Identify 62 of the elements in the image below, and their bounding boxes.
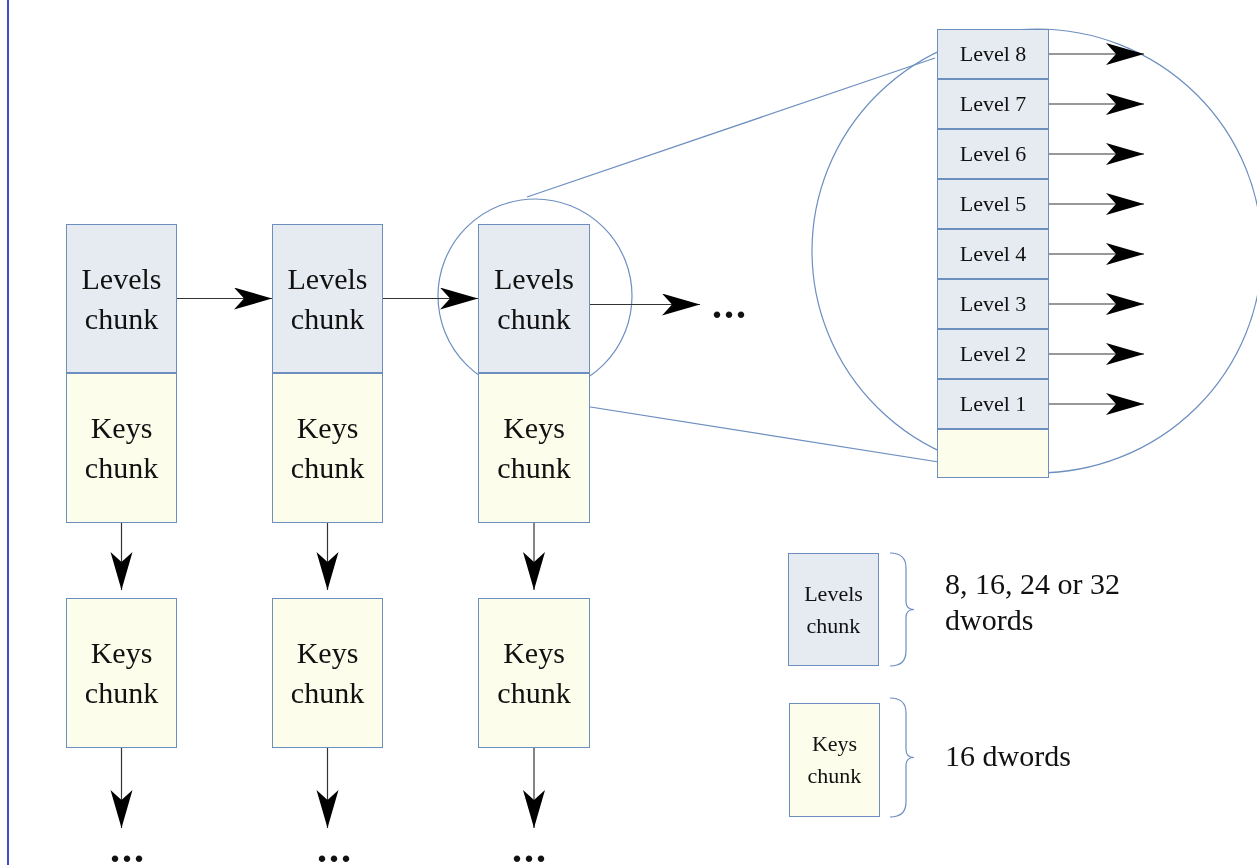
keys-chunk-box — [478, 598, 590, 748]
levels-label: Level 5 — [959, 190, 1027, 218]
arrow — [1048, 143, 1145, 165]
arrow — [589, 293, 701, 316]
arrow — [1048, 93, 1145, 115]
arrow — [523, 522, 545, 591]
keys-chunk-box — [66, 598, 177, 748]
arrow — [1048, 293, 1145, 315]
legend-levels-chunk-box — [788, 553, 879, 666]
arrow — [523, 747, 545, 829]
keys-chunk-box — [66, 373, 177, 523]
arrow — [1048, 193, 1145, 215]
levels-label: Level 3 — [959, 290, 1027, 318]
ellipsis: ... — [502, 836, 558, 862]
levels-label: Level 4 — [959, 240, 1027, 268]
level-box — [937, 329, 1049, 379]
levels-label: Level 2 — [959, 340, 1027, 368]
levels-label: Level 1 — [959, 390, 1027, 418]
empty-keys-box — [937, 429, 1049, 478]
ellipsis: ... — [100, 836, 156, 862]
levels-chunk-box — [66, 224, 177, 373]
keys-label: Keys chunk — [806, 730, 863, 790]
level-box — [937, 229, 1049, 279]
level-box — [937, 379, 1049, 429]
levels-chunk-box — [272, 224, 383, 373]
arrow — [316, 747, 339, 829]
size-note: 8, 16, 24 or 32 dwords — [945, 566, 1121, 638]
levels-label: Level 8 — [959, 40, 1027, 68]
level-box — [937, 179, 1049, 229]
size-note: 16 dwords — [945, 738, 1072, 774]
arrow — [110, 747, 133, 829]
arrow — [382, 287, 479, 310]
ellipsis: ... — [700, 292, 760, 318]
level-box — [937, 279, 1049, 329]
level-box — [937, 129, 1049, 179]
levels-label: Level 6 — [959, 140, 1027, 168]
levels-label: Levels chunk — [803, 579, 864, 640]
levels-label: Level 7 — [959, 90, 1027, 118]
keys-label: Keys chunk — [289, 635, 366, 711]
keys-chunk-box — [478, 373, 590, 523]
level-box — [937, 29, 1049, 79]
arrow — [316, 522, 339, 591]
arrow — [1048, 243, 1145, 265]
keys-label: Keys chunk — [289, 410, 366, 486]
arrow — [1048, 393, 1145, 415]
level-box — [937, 79, 1049, 129]
levels-label: Levels chunk — [286, 260, 369, 337]
keys-label: Keys chunk — [83, 410, 160, 486]
keys-label: Keys chunk — [496, 635, 572, 711]
arrow — [1048, 43, 1145, 65]
keys-chunk-box — [272, 373, 383, 523]
arrow — [176, 287, 273, 310]
arrow — [110, 522, 133, 591]
ellipsis: ... — [307, 836, 363, 862]
keys-chunk-box — [272, 598, 383, 748]
keys-label: Keys chunk — [83, 635, 160, 711]
legend-keys-chunk-box — [789, 703, 880, 817]
arrow — [1048, 343, 1145, 365]
levels-label: Levels chunk — [80, 260, 163, 337]
keys-label: Keys chunk — [496, 410, 572, 486]
levels-label: Levels chunk — [493, 260, 575, 337]
levels-chunk-box — [478, 224, 590, 373]
